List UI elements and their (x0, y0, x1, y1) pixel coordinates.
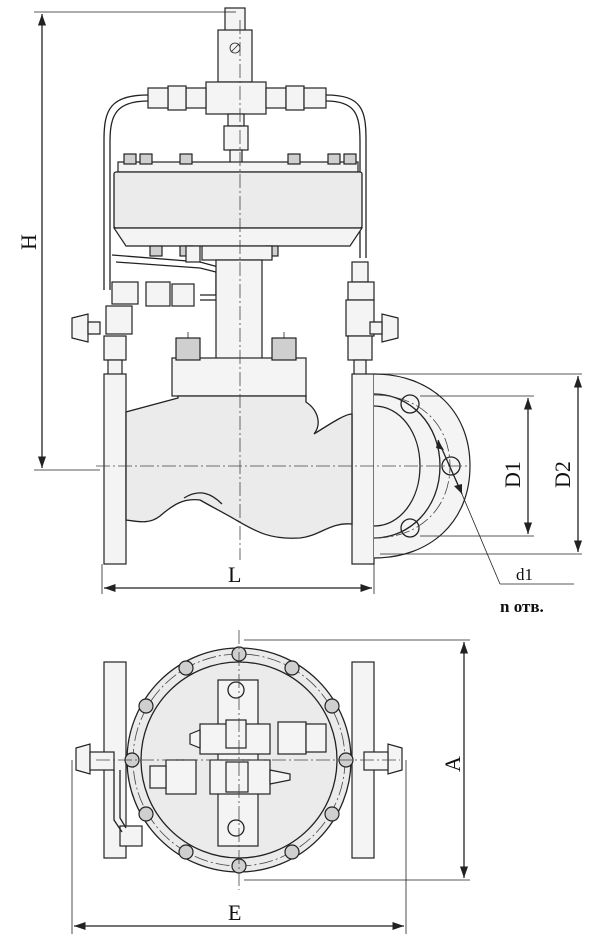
dim-label-D1: D1 (500, 461, 525, 488)
left-fittings (71, 281, 195, 377)
side-handles (75, 743, 403, 847)
dim-label-A: A (440, 756, 465, 772)
dim-label-n-holes: n отв. (500, 597, 544, 616)
diaphragm-actuator (112, 153, 364, 257)
pilot-valve-top (147, 7, 327, 165)
dimensions-front: H L D1 D2 d1 n отв. (16, 11, 583, 616)
pilot-assembly-top (149, 679, 327, 847)
dim-label-D2: D2 (550, 461, 575, 488)
dimensions-top: A E (71, 639, 470, 934)
dim-label-H: H (16, 234, 41, 250)
top-view (75, 630, 403, 890)
dim-label-d1: d1 (516, 565, 533, 584)
stem-yoke (185, 245, 273, 361)
dim-label-E: E (228, 900, 241, 925)
front-view (71, 7, 471, 565)
valve-body (103, 373, 375, 565)
right-fittings (345, 261, 399, 377)
dim-label-L: L (228, 562, 241, 587)
bonnet-flange (171, 332, 307, 397)
cover-bolts (124, 646, 354, 874)
